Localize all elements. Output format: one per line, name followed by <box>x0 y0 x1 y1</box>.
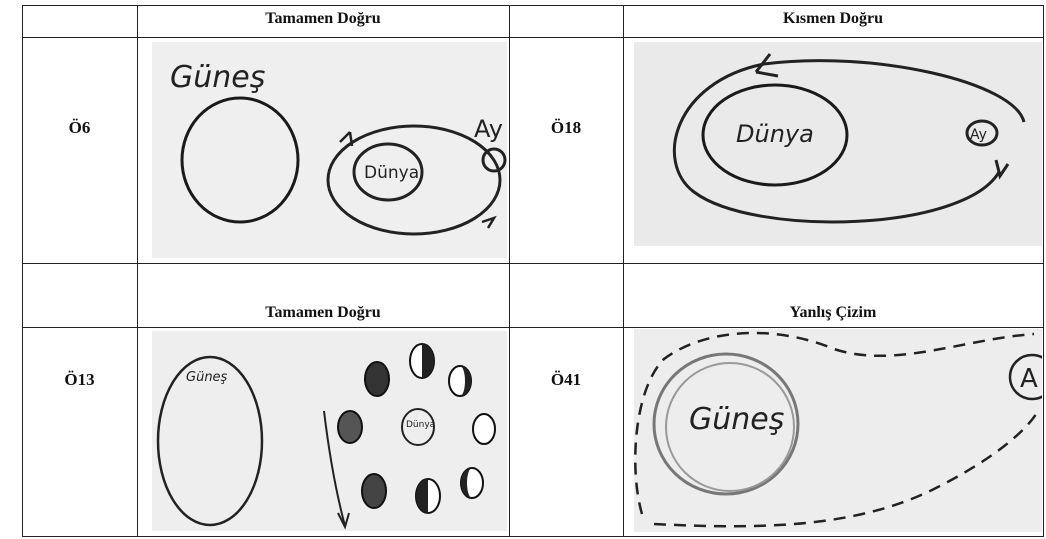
sun-earth-moon-sketch-o6: Güneş Dünya Ay <box>152 42 507 258</box>
table-line-v3 <box>623 5 624 537</box>
label-gunes-o13: Güneş <box>186 370 228 385</box>
header-row1-right: Kısmen Doğru <box>623 10 1043 28</box>
drawing-o41: Güneş A <box>634 329 1042 532</box>
table-border-bottom <box>22 536 1044 537</box>
header-row2-left: Tamamen Doğru <box>137 304 509 322</box>
student-code-o18: Ö18 <box>509 118 623 138</box>
table-line-v2 <box>509 5 510 537</box>
table-line-v1 <box>137 5 138 537</box>
student-code-o13: Ö13 <box>22 370 137 390</box>
student-code-o41: Ö41 <box>509 370 623 390</box>
sun-moon-sketch-o41: Güneş A <box>634 329 1042 532</box>
label-gunes-o6: Güneş <box>170 60 265 95</box>
table-line-h3 <box>22 327 1044 328</box>
table-line-h2 <box>22 263 1044 264</box>
earth-moon-orbit-sketch-o18: Dünya Ay <box>634 42 1042 246</box>
drawing-o13: Güneş Dünya <box>152 331 507 531</box>
header-row2-right: Yanlış Çizim <box>623 304 1043 322</box>
label-dunya-o18: Dünya <box>736 120 814 148</box>
student-code-o6: Ö6 <box>22 118 137 138</box>
table-line-h1 <box>22 37 1044 38</box>
drawing-o6: Güneş Dünya Ay <box>152 42 507 258</box>
label-ay-o6: Ay <box>474 115 503 143</box>
label-a-o41: A <box>1020 364 1038 394</box>
header-row1-left: Tamamen Doğru <box>137 10 509 28</box>
label-dunya-o13: Dünya <box>406 420 435 430</box>
table-border-left <box>22 5 23 537</box>
label-ay-o18: Ay <box>970 127 987 143</box>
table-border-right <box>1043 5 1044 537</box>
drawing-o18: Dünya Ay <box>634 42 1042 246</box>
label-gunes-o41: Güneş <box>689 402 784 437</box>
label-dunya-o6: Dünya <box>364 163 419 183</box>
moon-phases-sketch-o13: Güneş Dünya <box>152 331 507 531</box>
table-border-top <box>22 5 1044 6</box>
